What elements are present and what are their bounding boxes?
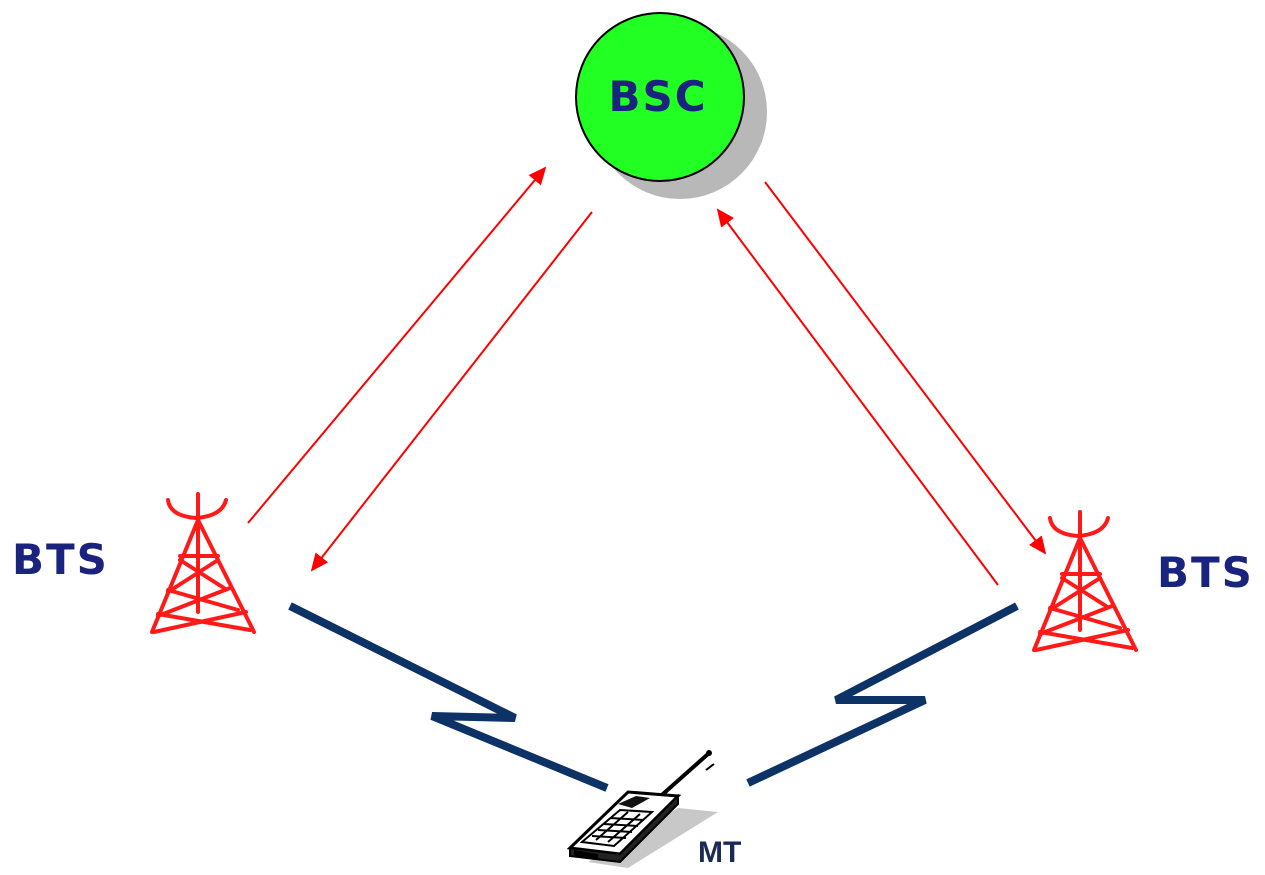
- link-bts-right-to-bsc: [716, 208, 999, 586]
- bts-tower-icon: [150, 492, 256, 634]
- radio-link-left: [288, 602, 609, 792]
- link-bsc-to-bts-left: [310, 211, 593, 572]
- radio-links: [288, 602, 1019, 792]
- signalling-links: [247, 166, 1047, 586]
- bsc-node: [575, 12, 767, 199]
- mobile-phone-icon: [566, 750, 718, 868]
- link-bsc-to-bts-right: [764, 181, 1047, 555]
- bts-right-label: BTS: [1157, 548, 1254, 597]
- bts-left-label: BTS: [12, 535, 109, 584]
- radio-link-right: [746, 602, 1019, 787]
- bts-tower-icon: [1032, 510, 1138, 652]
- bsc-circle: [575, 12, 745, 182]
- mt-label: MT: [698, 836, 742, 869]
- link-bts-left-to-bsc: [247, 166, 547, 524]
- bsc-label: BSC: [608, 72, 708, 121]
